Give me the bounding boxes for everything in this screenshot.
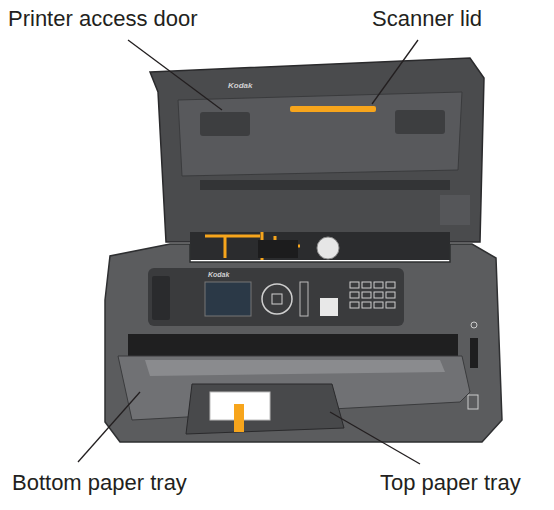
card-slot	[470, 338, 478, 368]
control-panel	[148, 268, 404, 326]
part-label: Bottom paper tray	[12, 470, 187, 496]
leader-line	[330, 412, 420, 464]
part-label: Top paper tray	[380, 470, 521, 496]
door-latch	[395, 110, 445, 134]
brand-logo: Kodak	[208, 271, 229, 278]
leader-line	[128, 40, 222, 110]
start-button	[320, 298, 338, 316]
carriage-bay	[190, 232, 450, 260]
ink-carriage-tabs	[205, 232, 300, 260]
lid-slot	[200, 180, 450, 190]
top-tray-shape	[186, 384, 344, 434]
power-port	[468, 395, 478, 409]
leader-line	[372, 40, 418, 104]
printer-body	[105, 244, 502, 442]
lcd-screen	[205, 282, 251, 316]
scanner-lid-shape	[150, 58, 484, 242]
side-buttons	[152, 276, 170, 320]
carriage-wheel	[317, 237, 339, 259]
lid-hinge	[440, 195, 470, 225]
panel-button	[300, 282, 308, 316]
part-label: Scanner lid	[372, 6, 482, 32]
tray-extension	[145, 360, 445, 376]
leader-line	[78, 392, 140, 462]
part-label: Printer access door	[8, 6, 198, 32]
printhead	[258, 240, 298, 258]
indicator	[471, 322, 477, 328]
brand-logo: Kodak	[228, 82, 252, 90]
ok-button	[272, 294, 282, 304]
door-latch	[200, 112, 250, 136]
navigation-pad	[262, 284, 292, 314]
orange-handle	[290, 106, 376, 112]
output-slot	[128, 334, 458, 356]
number-keypad	[350, 282, 395, 308]
access-door-panel	[178, 92, 462, 176]
orange-tab	[234, 404, 244, 432]
